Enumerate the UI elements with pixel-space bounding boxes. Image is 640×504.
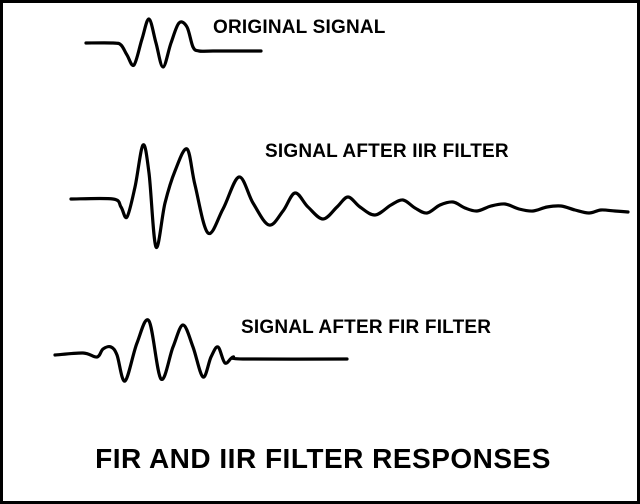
iir-filtered-waveform: [69, 143, 630, 249]
original-signal-label: ORIGINAL SIGNAL: [213, 17, 386, 38]
fir-filtered-waveform: [53, 318, 349, 383]
fir-signal-label: SIGNAL AFTER FIR FILTER: [241, 317, 492, 338]
original-signal-waveform: [84, 17, 263, 69]
diagram-title: FIR AND IIR FILTER RESPONSES: [95, 443, 551, 474]
waveform-drawing: [53, 17, 630, 383]
iir-signal-label: SIGNAL AFTER IIR FILTER: [265, 141, 509, 162]
